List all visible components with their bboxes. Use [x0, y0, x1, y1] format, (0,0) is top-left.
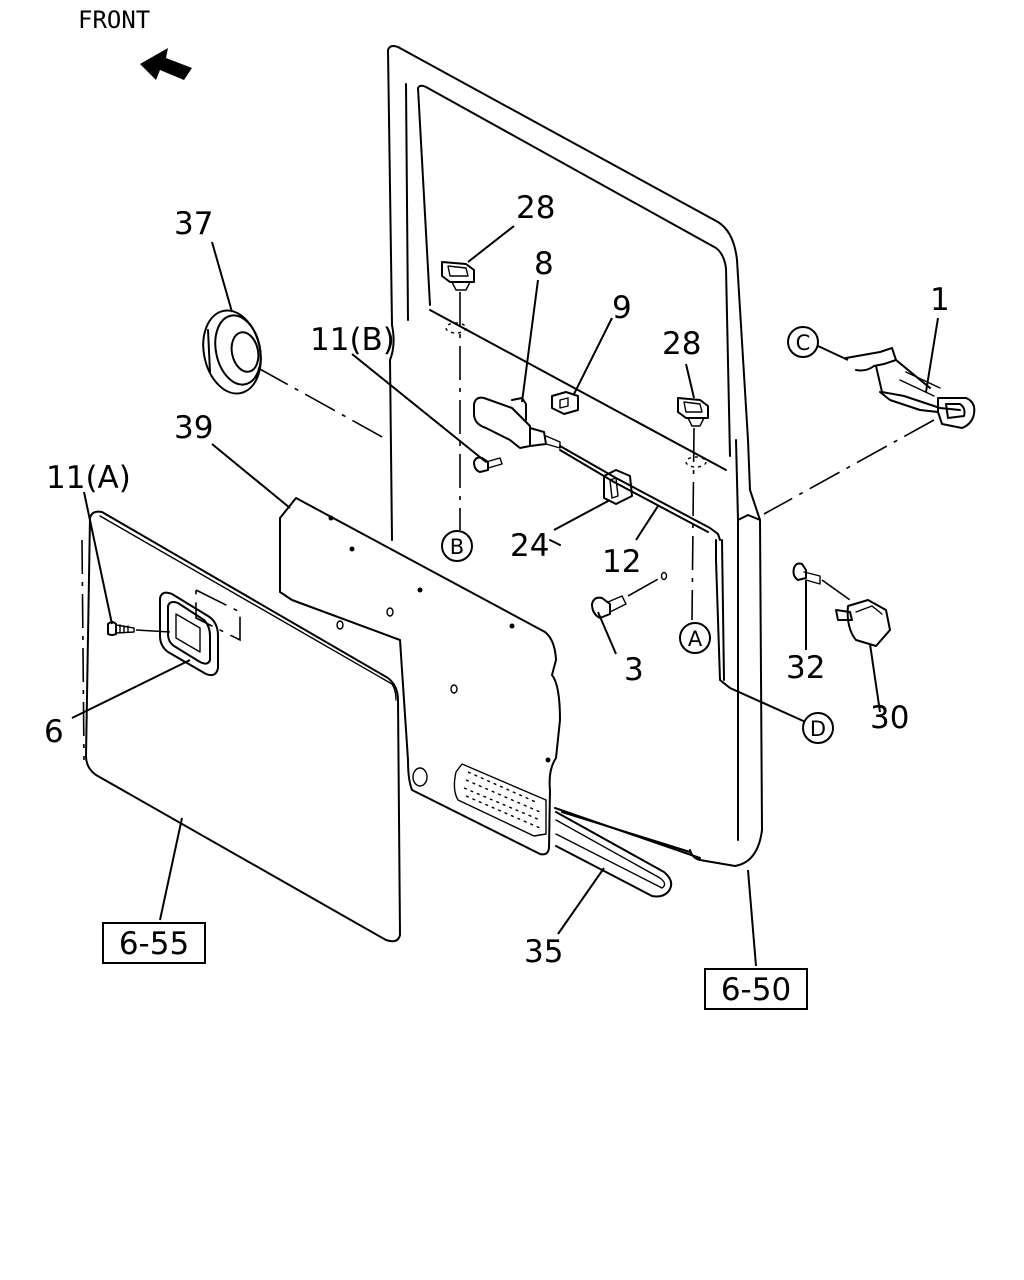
connector-C-label: C — [796, 331, 811, 355]
part-label-1: 1 — [930, 282, 950, 318]
front-label: FRONT — [78, 6, 150, 34]
leader-lines — [71, 225, 939, 967]
connector-D: D — [802, 712, 834, 744]
page-ref-left-label: 6-55 — [119, 926, 189, 962]
part-label-11b: 11(B) — [310, 322, 395, 358]
panel-vent-grille — [453, 763, 547, 837]
striker-assembly — [763, 345, 976, 515]
clip-28-right — [677, 397, 709, 621]
screw-11b — [473, 456, 503, 473]
part-label-28-upper: 28 — [516, 190, 555, 226]
part-label-24: 24 — [510, 528, 549, 564]
part-label-8: 8 — [534, 246, 554, 282]
front-indicator: FRONT — [78, 6, 192, 80]
lock-knob — [551, 391, 579, 415]
part-label-6: 6 — [44, 714, 64, 750]
page-ref-right-label: 6-50 — [721, 972, 791, 1008]
part-label-30: 30 — [870, 700, 909, 736]
bolt-3 — [591, 571, 668, 619]
connector-B-label: B — [450, 535, 464, 559]
connector-D-label: D — [810, 717, 826, 741]
part-label-37: 37 — [174, 206, 213, 242]
connector-A-label: A — [688, 627, 703, 651]
connector-A: A — [679, 622, 711, 654]
part-label-28-right: 28 — [662, 326, 701, 362]
door-shell — [387, 45, 763, 867]
bolt-32 — [792, 562, 851, 601]
door-lining-board — [81, 510, 401, 943]
handle-escutcheon — [159, 591, 219, 677]
step-molding — [555, 811, 673, 898]
part-labels: 28 8 9 28 1 37 11(B) 39 11(A) 6 24 12 3 … — [44, 190, 950, 970]
speaker-grille — [202, 309, 385, 439]
part-label-11a: 11(A) — [46, 460, 131, 496]
rod-clip — [603, 469, 633, 505]
part-label-32: 32 — [786, 650, 825, 686]
clip-28-upper — [441, 261, 475, 530]
part-label-35: 35 — [524, 934, 563, 970]
part-label-12: 12 — [602, 544, 641, 580]
part-label-39: 39 — [174, 410, 213, 446]
inside-handle — [473, 396, 561, 449]
connector-B: B — [441, 530, 473, 562]
part-label-3: 3 — [624, 652, 644, 688]
door-trim-panel — [279, 497, 561, 856]
control-rod — [559, 445, 811, 725]
page-ref-left[interactable]: 6-55 — [102, 922, 206, 964]
page-ref-right[interactable]: 6-50 — [704, 968, 808, 1010]
bumper-30 — [835, 599, 891, 647]
part-label-9: 9 — [612, 290, 632, 326]
arrow-front-icon — [140, 48, 192, 80]
connector-C: C — [787, 326, 819, 358]
